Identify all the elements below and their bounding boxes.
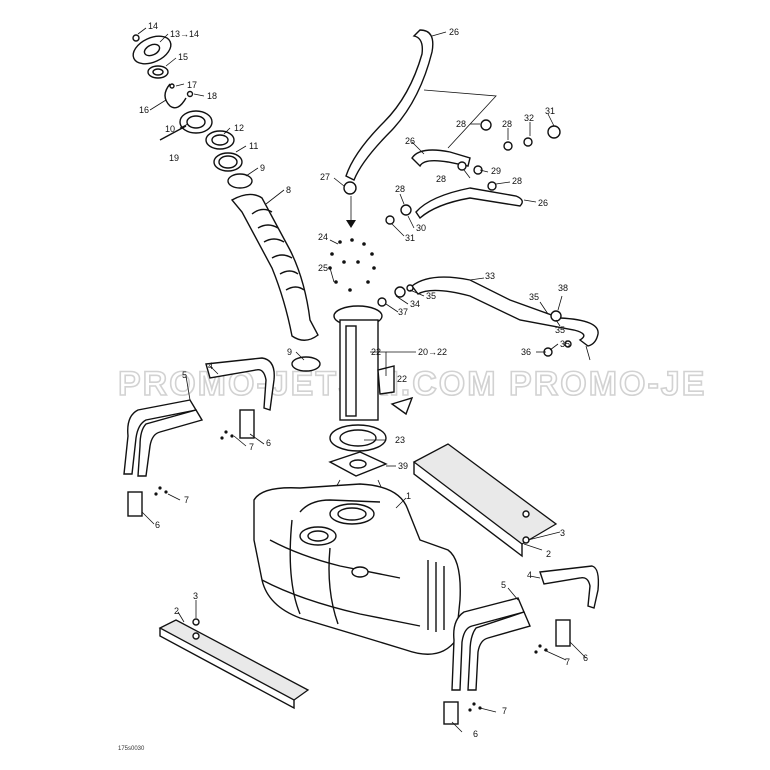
support-rail-left	[158, 618, 310, 710]
callout-6-right-lower: 6	[473, 729, 478, 739]
drawing-code: 175s0030	[118, 746, 145, 752]
callout-8: 8	[286, 185, 291, 195]
callout-24: 24	[318, 232, 328, 242]
callout-22-b: 22	[397, 374, 407, 384]
callout-36: 36	[521, 347, 531, 357]
callout-4-right: 4	[527, 570, 532, 580]
callout-1: 1	[406, 491, 411, 501]
callout-9-lower: 9	[287, 347, 292, 357]
callout-28-e: 28	[395, 184, 405, 194]
callout-33-upper: 33	[485, 271, 495, 281]
callout-35-d: 35	[560, 339, 570, 349]
callout-37: 37	[398, 307, 408, 317]
callout-35-b: 35	[529, 292, 539, 302]
callout-12: 12	[234, 123, 244, 133]
callout-7-right-lower: 7	[502, 706, 507, 716]
callout-7-left-upper: 7	[249, 442, 254, 452]
callout-32: 32	[524, 113, 534, 123]
callout-labels: 14 13→14 15 17 18 16 10 12 11 19 9 8 26 …	[139, 21, 588, 739]
callout-38: 38	[558, 283, 568, 293]
callout-6-right-upper: 6	[583, 653, 588, 663]
callout-28-b: 28	[502, 119, 512, 129]
callout-22-a: 22	[371, 347, 381, 357]
callout-2-right: 2	[546, 549, 551, 559]
callout-34: 34	[410, 299, 420, 309]
callout-7-right-upper: 7	[565, 657, 570, 667]
fuel-cap-assembly	[132, 34, 253, 189]
callout-31-lower: 31	[405, 233, 415, 243]
callout-35-c: 35	[555, 325, 565, 335]
callout-30: 30	[416, 223, 426, 233]
callout-39: 39	[398, 461, 408, 471]
callout-19: 19	[169, 153, 179, 163]
callout-9-upper: 9	[260, 163, 265, 173]
callout-23: 23	[395, 435, 405, 445]
callout-25: 25	[318, 263, 328, 273]
callout-10: 10	[165, 124, 175, 134]
callout-3-left: 3	[193, 591, 198, 601]
tank-strap-left-upper	[123, 357, 275, 517]
callout-6-left-lower: 6	[155, 520, 160, 530]
callout-13-14: 13→14	[170, 29, 199, 39]
callout-14: 14	[148, 21, 158, 31]
callout-3-right: 3	[560, 528, 565, 538]
filler-hose	[230, 193, 321, 372]
vent-hose-upper	[343, 29, 497, 195]
callout-18: 18	[207, 91, 217, 101]
callout-11: 11	[249, 141, 258, 151]
fuel-pump-module	[317, 196, 414, 521]
callout-5-left: 5	[182, 370, 187, 380]
callout-28-c: 28	[436, 174, 446, 184]
callout-5-right: 5	[501, 580, 506, 590]
callout-29: 29	[491, 166, 501, 176]
callout-7-left-lower: 7	[184, 495, 189, 505]
callout-15: 15	[178, 52, 188, 62]
callout-4-left: 4	[208, 361, 213, 371]
callout-26-upper: 26	[449, 27, 459, 37]
callout-26-mid: 26	[405, 136, 415, 146]
fuel-tank	[253, 483, 461, 655]
callout-20-22: 20→22	[418, 347, 447, 357]
support-rail-right	[412, 443, 558, 558]
callout-28-d: 28	[512, 176, 522, 186]
callout-31-upper: 31	[545, 106, 555, 116]
callout-6-left-upper: 6	[266, 438, 271, 448]
tank-strap-right-lower	[443, 565, 600, 725]
callout-28-a: 28	[456, 119, 466, 129]
callout-27: 27	[320, 172, 330, 182]
callout-16: 16	[139, 105, 149, 115]
callout-26-lower: 26	[538, 198, 548, 208]
callout-2-left: 2	[174, 606, 179, 616]
callout-35-a: 35	[426, 291, 436, 301]
leader-lines	[137, 27, 591, 733]
callout-17: 17	[187, 80, 197, 90]
